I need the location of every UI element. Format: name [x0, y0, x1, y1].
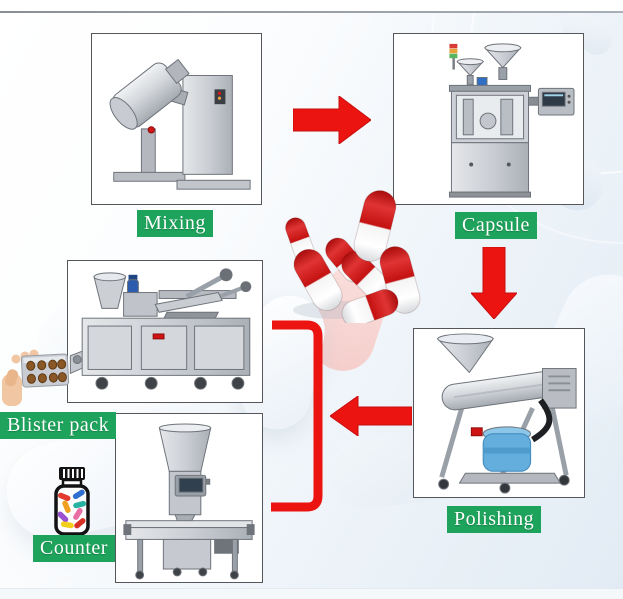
- mixing-machine-photo: [91, 33, 262, 205]
- top-divider-line: [0, 11, 623, 13]
- station-label-blister-pack: Blister pack: [0, 412, 117, 439]
- hand-blister-pack-icon: [2, 349, 70, 406]
- arrow-down-icon: [471, 247, 517, 319]
- mixing-machine-icon: [109, 58, 251, 190]
- blister-machine-photo: [67, 260, 263, 403]
- capsule-filling-machine-icon: [448, 43, 575, 198]
- pill-bottle-icon: [54, 467, 90, 536]
- counter-machine-photo: [115, 413, 263, 583]
- station-label-mixing: Mixing: [137, 210, 213, 237]
- polishing-machine-icon: [436, 333, 577, 494]
- station-label-capsule: Capsule: [455, 212, 537, 239]
- capsule-counter-machine-icon: [123, 423, 255, 580]
- bottom-margin: [0, 588, 623, 599]
- arrow-right-icon: [293, 96, 371, 144]
- capsule-machine-photo: [393, 33, 584, 205]
- polishing-machine-photo: [413, 328, 585, 498]
- top-margin: [0, 0, 623, 11]
- arrow-left-icon: [330, 396, 412, 436]
- blister-packing-machine-icon: [69, 268, 252, 390]
- capsule-cluster-icon: [285, 190, 421, 323]
- station-label-polishing: Polishing: [447, 506, 542, 533]
- bracket-connector-icon: [271, 320, 323, 512]
- station-label-counter: Counter: [33, 535, 115, 562]
